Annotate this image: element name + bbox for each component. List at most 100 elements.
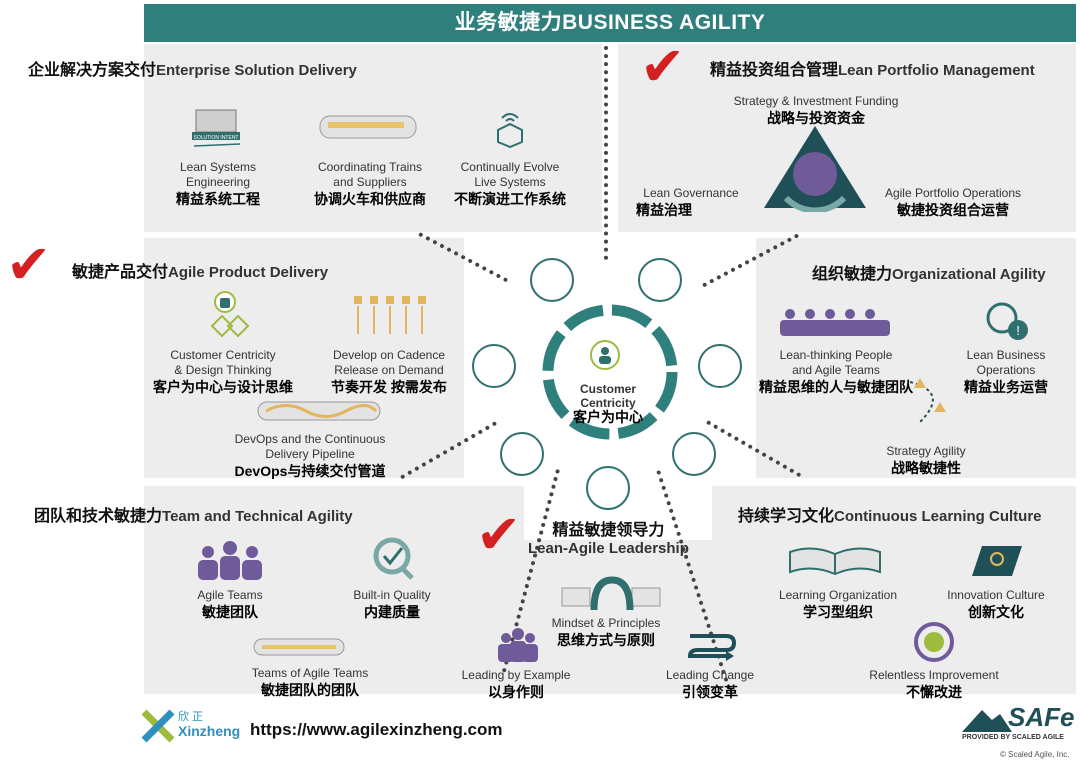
oa-title-cn: 组织敏捷力: [812, 266, 893, 283]
tta-item-3: Teams of Agile Teams 敏捷团队的团队: [240, 666, 380, 699]
ring-lal-icon: [586, 466, 630, 510]
clc-title: 持续学习文化Continuous Learning Culture: [738, 502, 1042, 526]
esd-item-3-en: Continually Evolve Live Systems: [460, 160, 560, 189]
oa-item-3-en: Strategy Agility: [886, 444, 966, 458]
lal-title-cn: 精益敏捷领导力: [552, 522, 665, 539]
oa-title: 组织敏捷力Organizational Agility: [812, 260, 1046, 284]
oa-item-1-cn: 精益思维的人与敏捷团队: [759, 379, 913, 395]
innovation-icon: [972, 546, 1022, 576]
clc-item-1-cn: 学习型组织: [803, 604, 873, 620]
design-thinking-icon: [210, 291, 250, 338]
tta-item-3-en: Teams of Agile Teams: [251, 666, 369, 680]
lal-item-3-en: Leading Change: [665, 668, 755, 682]
clc-title-en: Continuous Learning Culture: [834, 508, 1042, 525]
lpm-item-2-cn: 精益治理: [636, 202, 692, 218]
tta-item-1: Agile Teams 敏捷团队: [180, 588, 280, 621]
business-ops-icon: !: [986, 302, 1028, 340]
xinzheng-logo-icon: [141, 709, 175, 743]
ring-apd-icon: [472, 344, 516, 388]
lal-item-3: Leading Change 引领变革: [660, 668, 760, 701]
mindset-icon: [561, 576, 661, 611]
apd-title-en: Agile Product Delivery: [168, 264, 329, 281]
apd-item-1: Customer Centricity & Design Thinking 客户…: [146, 348, 300, 396]
portfolio-triangle-icon: [764, 126, 866, 212]
panel-oa: [756, 238, 1076, 478]
tta-title: 团队和技术敏捷力Team and Technical Agility: [34, 502, 353, 526]
lal-item-2: Leading by Example 以身作则: [458, 668, 574, 701]
leading-change-icon: [687, 634, 737, 661]
lpm-item-3: Agile Portfolio Operations 敏捷投资组合运营: [880, 186, 1026, 219]
customer-icon: [590, 340, 620, 370]
esd-item-1-en: Lean Systems Engineering: [179, 160, 257, 189]
svg-text:SOLUTION INTENT: SOLUTION INTENT: [193, 135, 238, 141]
ring-clc-icon: [672, 432, 716, 476]
teams-of-teams-icon: [253, 638, 345, 656]
solution-intent-icon: SOLUTION INTENT: [192, 109, 241, 147]
safe-tagline: PROVIDED BY SCALED AGILE: [962, 734, 1064, 741]
esd-item-1: Lean Systems Engineering 精益系统工程: [160, 160, 276, 208]
oa-item-3-cn: 战略敏捷性: [891, 460, 961, 476]
lpm-item-1-cn: 战略与投资资金: [767, 110, 865, 126]
lal-item-1-cn: 思维方式与原则: [557, 632, 655, 648]
clc-item-3-cn: 不懈改进: [906, 684, 962, 700]
divider-top: [604, 46, 608, 260]
lal-title-en: Lean-Agile Leadership: [528, 540, 689, 557]
lpm-item-3-cn: 敏捷投资组合运营: [897, 202, 1009, 218]
lpm-title-cn: 精益投资组合管理: [710, 62, 839, 79]
lead-by-example-icon: [498, 628, 538, 662]
esd-item-2-cn: 协调火车和供应商: [314, 191, 426, 207]
strategy-agility-icon: [909, 378, 946, 423]
esd-item-3: Continually Evolve Live Systems 不断演进工作系统: [448, 160, 572, 208]
lal-title: 精益敏捷领导力 Lean-Agile Leadership: [528, 522, 689, 558]
lpm-title-en: Lean Portfolio Management: [838, 62, 1035, 79]
brand-name: 欣正 Xinzheng: [178, 710, 240, 738]
brand-en: Xinzheng: [178, 723, 241, 739]
lpm-item-3-en: Agile Portfolio Operations: [884, 186, 1022, 200]
oa-item-1: Lean-thinking People and Agile Teams 精益思…: [750, 348, 922, 396]
esd-title-en: Enterprise Solution Delivery: [156, 62, 357, 79]
safe-mountain-icon: [962, 710, 1012, 732]
tta-item-3-cn: 敏捷团队的团队: [261, 682, 359, 698]
clc-item-1: Learning Organization 学习型组织: [770, 588, 906, 621]
copyright: © Scaled Agile, Inc.: [1000, 750, 1070, 759]
apd-item-3-en: DevOps and the Continuous Delivery Pipel…: [234, 432, 386, 461]
esd-item-2: Coordinating Trains and Suppliers 协调火车和供…: [300, 160, 440, 208]
clc-item-2: Innovation Culture 创新文化: [942, 588, 1050, 621]
footer-url[interactable]: https://www.agilexinzheng.com: [250, 720, 503, 739]
ring-lpm-icon: [638, 258, 682, 302]
lpm-item-1: Strategy & Investment Funding 战略与投资资金: [726, 94, 906, 127]
clc-item-2-cn: 创新文化: [968, 604, 1024, 620]
cadence-icon: [354, 296, 426, 334]
clc-item-3: Relentless Improvement 不懈改进: [864, 668, 1004, 701]
apd-item-3-cn: DevOps与持续交付管道: [234, 463, 386, 479]
esd-title: 企业解决方案交付Enterprise Solution Delivery: [28, 56, 357, 80]
apd-item-1-en: Customer Centricity & Design Thinking: [170, 348, 276, 377]
center-label-en: Customer Centricity: [579, 382, 636, 410]
apd-item-2-cn: 节奏开发 按需发布: [331, 379, 447, 395]
improvement-icon: [914, 622, 954, 662]
ring-oa-icon: [698, 344, 742, 388]
lal-item-1: Mindset & Principles 思维方式与原则: [544, 616, 668, 649]
lal-item-2-en: Leading by Example: [461, 668, 571, 682]
tta-title-cn: 团队和技术敏捷力: [34, 508, 163, 525]
esd-title-cn: 企业解决方案交付: [28, 62, 157, 79]
esd-item-2-en: Coordinating Trains and Suppliers: [317, 160, 423, 189]
apd-item-2-en: Develop on Cadence Release on Demand: [332, 348, 446, 377]
apd-title: 敏捷产品交付Agile Product Delivery: [72, 258, 328, 282]
lal-item-1-en: Mindset & Principles: [551, 616, 661, 630]
clc-item-1-en: Learning Organization: [778, 588, 898, 602]
lpm-title: 精益投资组合管理Lean Portfolio Management: [710, 56, 1035, 80]
oa-item-3: Strategy Agility 战略敏捷性: [876, 444, 976, 477]
book-icon: [789, 547, 881, 576]
people-teams-icon: [780, 309, 890, 336]
lpm-item-1-en: Strategy & Investment Funding: [733, 94, 899, 108]
lpm-item-2: Lean Governance 精益治理: [636, 186, 746, 219]
wireless-box-icon: [497, 113, 523, 148]
esd-item-3-cn: 不断演进工作系统: [454, 191, 566, 207]
tta-item-1-cn: 敏捷团队: [202, 604, 258, 620]
clc-item-3-en: Relentless Improvement: [869, 668, 999, 682]
tta-item-2: Built-in Quality 内建质量: [342, 588, 442, 621]
svg-text:!: !: [1016, 323, 1020, 338]
oa-item-2: Lean Business Operations 精益业务运营: [956, 348, 1056, 396]
center-label-cn: 客户为中心: [573, 409, 643, 425]
